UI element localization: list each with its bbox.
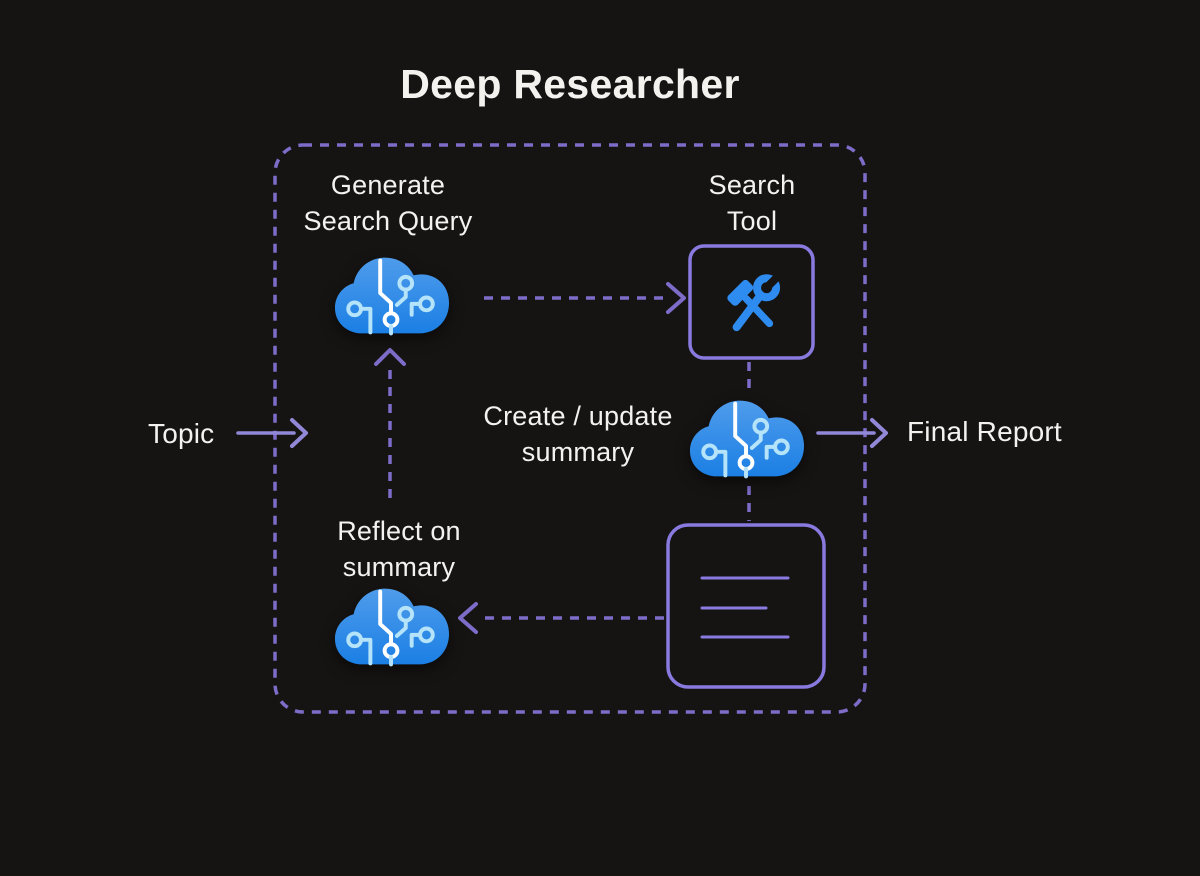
arrowhead-topic-in-icon [290,418,308,448]
document-icon [666,523,826,689]
arrowhead-document-to-reflect-icon [458,602,478,634]
topic-label: Topic [148,418,215,449]
workflow-boundary [273,143,867,714]
create-update-summary-label: Create / update summary [483,401,673,467]
search-tool-box [688,244,815,360]
reflect-summary-label: Reflect on summary [337,516,461,582]
arrowhead-final-report-out-icon [870,418,888,448]
generate-query-label: Generate Search Query [303,170,473,236]
arrowhead-reflect-to-generate-icon [374,348,406,366]
llm-cloud-icon-generate [333,255,451,336]
diagram-title: Deep Researcher [400,61,740,107]
arrowhead-generate-to-tool-icon [666,282,686,314]
llm-cloud-icon-reflect [333,586,451,667]
search-tool-label: Search Tool [708,170,796,236]
hammer-wrench-icon [727,272,782,332]
final-report-label: Final Report [907,416,1062,447]
